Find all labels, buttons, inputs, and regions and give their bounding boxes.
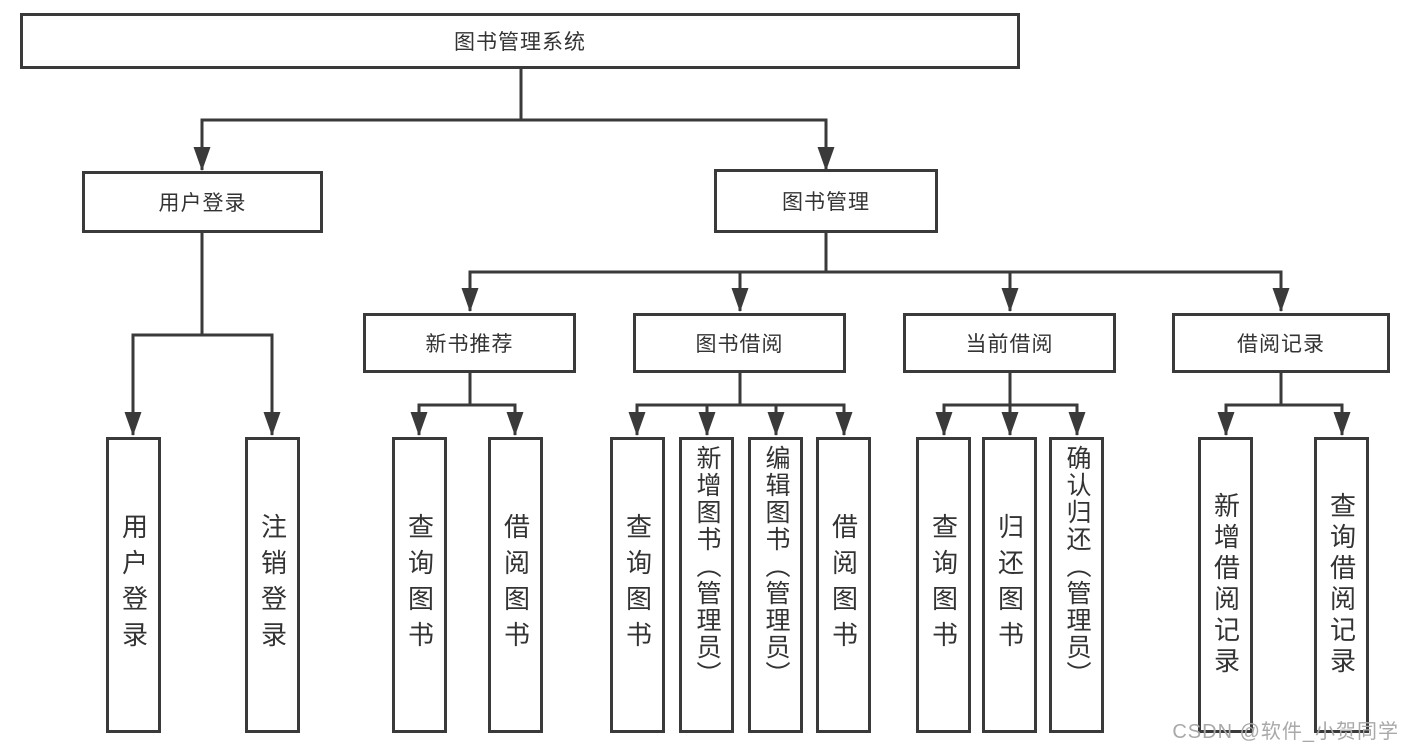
node-borrowing-query-books-label: 查询图书 — [622, 513, 653, 657]
node-records-add-record: 新增借阅记录 — [1198, 437, 1253, 733]
node-book-borrowing: 图书借阅 — [633, 313, 846, 373]
node-borrowing-query-books: 查询图书 — [610, 437, 665, 733]
node-borrowing-borrow-books: 借阅图书 — [816, 437, 871, 733]
node-new-book-recommendation-label: 新书推荐 — [425, 333, 514, 356]
node-user-login-child-login-label: 用户登录 — [118, 513, 149, 657]
node-records-query-record: 查询借阅记录 — [1314, 437, 1369, 733]
node-user-login-child-logout-label: 注销登录 — [257, 513, 288, 657]
node-current-return-books: 归还图书 — [982, 437, 1037, 733]
watermark-text: CSDN @软件_小贺同学 — [1172, 721, 1399, 743]
node-recommend-query-books: 查询图书 — [392, 437, 447, 733]
node-user-login-child-login: 用户登录 — [106, 437, 161, 733]
node-book-management-label: 图书管理 — [782, 191, 870, 214]
node-book-management: 图书管理 — [714, 169, 938, 233]
node-user-login: 用户登录 — [82, 171, 323, 233]
node-borrowing-add-books-admin: 新增图书（管理员） — [679, 437, 734, 733]
node-borrowing-edit-books-admin: 编辑图书（管理员） — [748, 437, 803, 733]
node-records-add-record-label: 新增借阅记录 — [1210, 492, 1241, 678]
node-book-borrowing-label: 图书借阅 — [695, 333, 784, 356]
node-current-query-books-label: 查询图书 — [928, 513, 959, 657]
node-recommend-borrow-books-label: 借阅图书 — [500, 513, 531, 657]
node-user-login-label: 用户登录 — [158, 192, 247, 215]
node-current-borrowing: 当前借阅 — [903, 313, 1116, 373]
node-root: 图书管理系统 — [20, 13, 1020, 69]
node-current-confirm-return-admin-label: 确认归还（管理员） — [1063, 445, 1091, 688]
node-current-borrowing-label: 当前借阅 — [965, 333, 1054, 356]
node-current-return-books-label: 归还图书 — [994, 513, 1025, 657]
node-records-query-record-label: 查询借阅记录 — [1326, 492, 1357, 678]
node-current-confirm-return-admin: 确认归还（管理员） — [1049, 437, 1104, 733]
node-borrow-records: 借阅记录 — [1172, 313, 1390, 373]
node-recommend-query-books-label: 查询图书 — [404, 513, 435, 657]
node-borrowing-add-books-admin-label: 新增图书（管理员） — [693, 445, 721, 688]
node-borrowing-edit-books-admin-label: 编辑图书（管理员） — [762, 445, 790, 688]
node-recommend-borrow-books: 借阅图书 — [488, 437, 543, 733]
node-borrow-records-label: 借阅记录 — [1237, 333, 1325, 356]
node-user-login-child-logout: 注销登录 — [245, 437, 300, 733]
node-borrowing-borrow-books-label: 借阅图书 — [828, 513, 859, 657]
node-new-book-recommendation: 新书推荐 — [363, 313, 576, 373]
node-current-query-books: 查询图书 — [916, 437, 971, 733]
node-root-label: 图书管理系统 — [454, 31, 586, 54]
